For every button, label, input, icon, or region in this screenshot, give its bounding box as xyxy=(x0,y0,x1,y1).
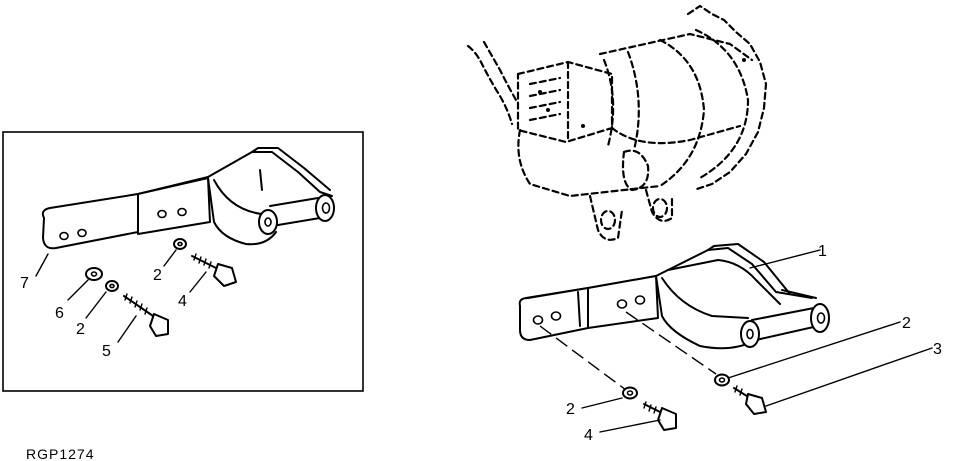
inset-lock-washer-lower xyxy=(105,280,119,292)
main-capscrew-right xyxy=(733,385,767,415)
callout-main-1: 1 xyxy=(818,243,827,260)
callout-inset-4: 4 xyxy=(178,293,187,310)
inset-flat-washer xyxy=(85,267,103,281)
inset-bracket xyxy=(41,147,335,250)
callout-main-4: 4 xyxy=(584,427,593,444)
callout-inset-2b: 2 xyxy=(76,321,85,338)
callout-main-3: 3 xyxy=(933,341,942,358)
callout-inset-5: 5 xyxy=(102,343,111,360)
callout-main-2-right: 2 xyxy=(902,315,911,332)
callout-inset-2a: 2 xyxy=(153,267,162,284)
callout-main-2-left: 2 xyxy=(566,401,575,418)
inset-frame xyxy=(2,131,364,392)
callout-inset-7: 7 xyxy=(20,275,29,292)
inset-capscrew-lower xyxy=(123,293,169,337)
main-leaders xyxy=(581,249,933,433)
inset-leaders xyxy=(35,249,207,343)
inset-lock-washer-upper xyxy=(173,238,187,250)
main-lock-washer-right xyxy=(714,373,730,387)
assembly-guide-lines xyxy=(539,311,717,391)
figure-code: RGP1274 xyxy=(26,446,94,461)
inset-capscrew-upper xyxy=(191,253,237,287)
alternator-phantom xyxy=(466,4,768,241)
main-capscrew-left xyxy=(643,401,677,431)
main-bracket xyxy=(518,243,830,350)
main-lock-washer-left xyxy=(622,386,638,400)
callout-inset-6: 6 xyxy=(55,305,64,322)
